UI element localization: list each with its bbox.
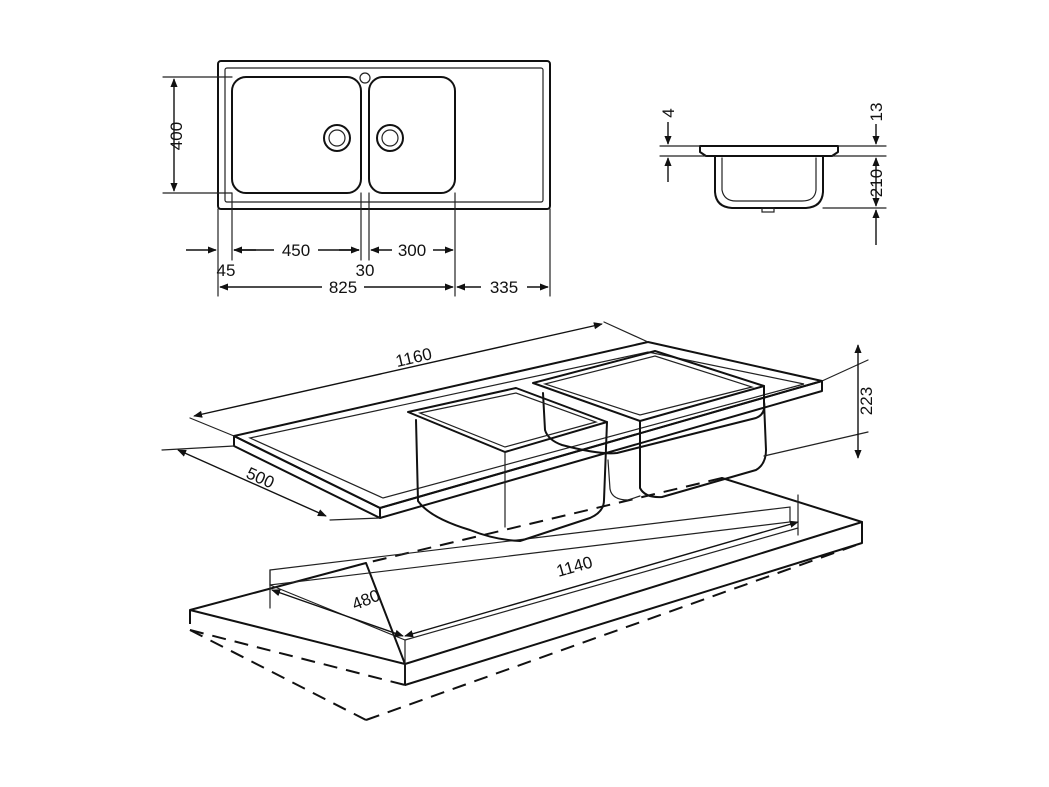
plan-tap-hole: [359, 72, 371, 84]
plan-dim-30: 30: [356, 261, 375, 280]
plan-view: 400 450 300 45 30 825 335: [162, 60, 551, 297]
iso-sink-rim: [233, 341, 823, 509]
iso-dim-480: 480: [349, 586, 382, 614]
plan-dim-400: 400: [167, 122, 186, 150]
plan-drain-2-inner: [381, 129, 399, 147]
iso-dim-1140: 1140: [554, 553, 594, 581]
section-drain: [761, 207, 775, 213]
iso-view: 1160 500 223 1140 480: [161, 321, 876, 721]
plan-dim-335: 335: [490, 278, 518, 297]
iso-dim-1160: 1160: [394, 344, 434, 371]
plan-outer-rim: [217, 60, 551, 210]
plan-drain-2: [376, 124, 404, 152]
section-dim-13: 13: [867, 103, 886, 122]
plan-dim-450: 450: [282, 241, 310, 260]
plan-dim-45: 45: [217, 261, 236, 280]
plan-bowl-large: [231, 76, 362, 194]
plan-dim-300: 300: [398, 241, 426, 260]
section-dim-210: 210: [867, 169, 886, 197]
plan-dim-825: 825: [329, 278, 357, 297]
plan-drain-1: [323, 124, 351, 152]
plan-inner-rim: [224, 67, 544, 203]
dim-line-1160: [193, 322, 603, 418]
section-flange: [699, 145, 839, 157]
dim-line-500: [177, 449, 327, 517]
iso-bowl-large: [532, 350, 765, 422]
iso-dim-223: 223: [857, 387, 876, 415]
plan-bowl-small: [368, 76, 456, 194]
plan-drain-1-inner: [328, 129, 346, 147]
section-view: 4 13 210: [659, 103, 887, 245]
iso-dim-500: 500: [243, 464, 277, 493]
dim-line-480: [271, 589, 404, 637]
countertop-top: [189, 562, 406, 665]
dim-line-1140: [404, 520, 799, 638]
section-dim-4: 4: [659, 108, 678, 117]
